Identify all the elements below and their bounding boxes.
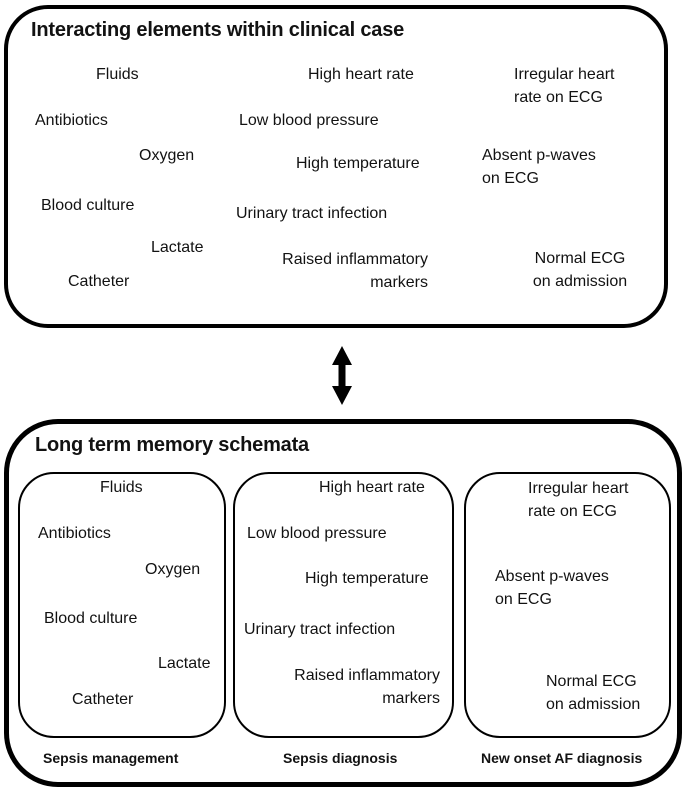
sepsis-diagnosis-caption: Sepsis diagnosis — [283, 750, 398, 766]
ltm-item-absent-p-waves: Absent p-waves on ECG — [495, 568, 609, 608]
clinical-case-title: Interacting elements within clinical cas… — [31, 19, 405, 41]
clinical-item-normal-ecg: Normal ECG on admission — [532, 250, 628, 290]
ltm-item-catheter: Catheter — [72, 691, 134, 708]
clinical-item-urinary-tract-infection: Urinary tract infection — [236, 205, 388, 222]
sepsis-management-caption: Sepsis management — [43, 750, 179, 766]
clinical-item-irregular-heart-rate: Irregular heart rate on ECG — [514, 66, 615, 106]
ltm-item-low-blood-pressure: Low blood pressure — [247, 525, 387, 542]
clinical-item-lactate: Lactate — [151, 239, 204, 256]
af-diagnosis-panel — [464, 472, 671, 738]
clinical-item-high-temperature: High temperature — [296, 155, 420, 172]
sepsis-diagnosis-panel — [233, 472, 454, 738]
clinical-case-box — [4, 5, 668, 328]
ltm-item-high-temperature: High temperature — [305, 570, 429, 587]
clinical-item-high-heart-rate: High heart rate — [308, 66, 414, 83]
ltm-item-normal-ecg: Normal ECG on admission — [546, 673, 641, 713]
ltm-item-high-heart-rate: High heart rate — [319, 479, 425, 496]
long-term-memory-title: Long term memory schemata — [35, 434, 309, 456]
clinical-item-catheter: Catheter — [68, 273, 130, 290]
ltm-item-urinary-tract-infection: Urinary tract infection — [244, 621, 396, 638]
bidirectional-arrow-icon — [332, 346, 352, 405]
clinical-item-fluids: Fluids — [96, 66, 139, 83]
clinical-item-raised-inflammatory-markers: Raised inflammatory markers — [282, 251, 428, 291]
clinical-item-low-blood-pressure: Low blood pressure — [239, 112, 379, 129]
ltm-item-oxygen: Oxygen — [145, 561, 201, 578]
ltm-item-irregular-heart-rate: Irregular heart rate on ECG — [528, 480, 629, 520]
ltm-item-lactate: Lactate — [158, 655, 211, 672]
ltm-item-raised-inflammatory-markers: Raised inflammatory markers — [294, 667, 440, 707]
sepsis-management-panel — [18, 472, 226, 738]
clinical-item-oxygen: Oxygen — [139, 147, 195, 164]
ltm-item-antibiotics: Antibiotics — [38, 525, 111, 542]
ltm-item-fluids: Fluids — [100, 479, 143, 496]
clinical-item-blood-culture: Blood culture — [41, 197, 135, 214]
clinical-item-antibiotics: Antibiotics — [35, 112, 108, 129]
ltm-item-blood-culture: Blood culture — [44, 610, 138, 627]
af-diagnosis-caption: New onset AF diagnosis — [481, 750, 643, 766]
clinical-item-absent-p-waves: Absent p-waves on ECG — [482, 147, 596, 187]
